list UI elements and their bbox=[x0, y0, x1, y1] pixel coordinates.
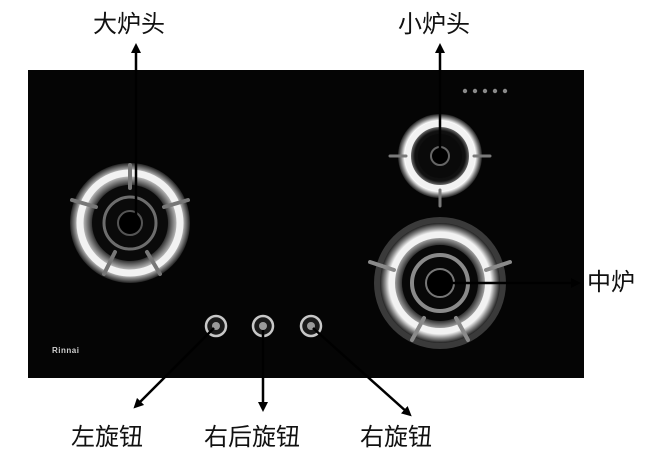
right-rear-knob[interactable] bbox=[251, 314, 275, 338]
arrow-right-knob bbox=[312, 327, 412, 417]
label-large-burner: 大炉头 bbox=[93, 10, 165, 38]
label-right-knob: 右旋钮 bbox=[360, 423, 432, 451]
label-middle-burner: 中炉 bbox=[587, 268, 635, 296]
arrow-left-knob bbox=[133, 327, 215, 409]
label-small-burner: 小炉头 bbox=[398, 10, 470, 38]
brand-logo: Rinnai bbox=[52, 346, 80, 355]
label-right-rear-knob: 右后旋钮 bbox=[204, 423, 300, 451]
indicator-lights bbox=[462, 88, 508, 94]
large-burner bbox=[70, 163, 190, 283]
label-left-knob: 左旋钮 bbox=[71, 423, 143, 451]
